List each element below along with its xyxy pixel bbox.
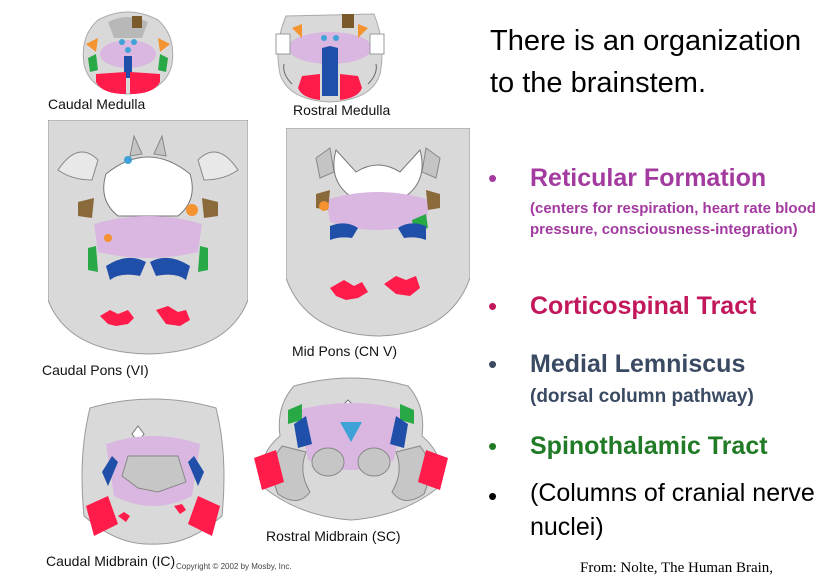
- rostral-midbrain-lemniscus-right: [390, 416, 408, 448]
- bullet-reticular-formation: • Reticular Formation (centers for respi…: [488, 158, 828, 286]
- mid-pons-cortico-left: [330, 280, 368, 300]
- caudal-medulla-orange-left: [86, 38, 98, 52]
- source-citation: From: Nolte, The Human Brain,: [580, 560, 774, 576]
- caudal-medulla-reticular: [100, 40, 156, 68]
- caudal-midbrain-cortico-right: [188, 496, 220, 536]
- slice-caudal-pons: [48, 120, 248, 356]
- caudal-medulla-orange-right: [158, 38, 170, 52]
- slice-rostral-medulla: [272, 4, 388, 104]
- caudal-medulla-spinothal-right: [158, 54, 168, 72]
- bullet-title: Medial Lemniscus: [530, 350, 746, 378]
- heading: There is an organization to the brainste…: [490, 25, 802, 99]
- slice-label: Rostral Medulla: [293, 102, 391, 118]
- caudal-pons-lemniscus-left: [106, 257, 146, 280]
- slice-label: Mid Pons (CN V): [292, 343, 398, 359]
- caudal-pons-spinothal-right: [198, 246, 208, 272]
- mid-pons-lemniscus-right: [398, 223, 426, 240]
- rostral-medulla-lemniscus: [322, 46, 330, 96]
- caudal-medulla-cortico-right: [130, 72, 160, 94]
- bullet-list: • Reticular Formation (centers for respi…: [488, 158, 828, 546]
- slice-label: Caudal Midbrain (IC): [46, 553, 176, 569]
- mid-pons-fourth-ventricle: [333, 148, 423, 197]
- bullet-title: Reticular Formation: [530, 164, 767, 192]
- mid-pons-lemniscus-left: [330, 223, 358, 240]
- caudal-pons-cortico-right: [156, 306, 190, 326]
- caudal-midbrain-central: [121, 455, 187, 493]
- bullet-dot: •: [488, 163, 498, 193]
- rostral-midbrain-lemniscus-left: [294, 416, 312, 448]
- caudal-midbrain-cortico-left: [86, 496, 118, 536]
- mid-pons-tissue: [286, 128, 470, 337]
- rostral-medulla-cortico-left: [298, 74, 320, 100]
- rostral-midbrain-aqueduct-nuclei: [340, 422, 362, 442]
- bullet-title: Spinothalamic Tract: [530, 432, 768, 460]
- rostral-midbrain-spinothal-left: [288, 404, 302, 424]
- copyright-notice: Copyright © 2002 by Mosby, Inc.: [176, 562, 292, 571]
- slice-label: Caudal Pons (VI): [42, 362, 149, 378]
- bullet-spinothalamic-tract: • Spinothalamic Tract: [488, 426, 828, 476]
- slice-caudal-midbrain: [78, 396, 228, 548]
- bullet-title: Corticospinal Tract: [530, 292, 757, 320]
- bullet-corticospinal-tract: • Corticospinal Tract: [488, 286, 828, 344]
- rostral-medulla-cortico-right: [340, 74, 362, 100]
- bullet-dot: •: [488, 291, 498, 321]
- caudal-pons-fourth-ventricle: [103, 156, 193, 217]
- caudal-medulla-spinothal-left: [88, 54, 98, 72]
- rostral-midbrain-spinothal-right: [400, 404, 414, 424]
- bullet-subtitle: (dorsal column pathway): [530, 386, 754, 407]
- mid-pons-reticular: [326, 192, 430, 230]
- bullet-dot: •: [488, 481, 498, 511]
- bullet-dot: •: [488, 431, 498, 461]
- slice-mid-pons: [286, 128, 470, 338]
- caudal-pons-spinothal-left: [88, 246, 98, 272]
- rostral-midbrain-cortico-left: [254, 450, 284, 490]
- caudal-pons-reticular: [94, 216, 202, 258]
- bullet-cranial-nerve-nuclei: • (Columns of cranial nerve nuclei): [488, 476, 828, 546]
- caudal-medulla-lemniscus: [124, 56, 132, 78]
- caudal-midbrain-lemniscus-right: [188, 456, 204, 486]
- caudal-medulla-cortico-left: [96, 72, 126, 94]
- slice-rostral-midbrain: [254, 376, 448, 524]
- slice-label: Caudal Medulla: [48, 96, 146, 112]
- caudal-pons-lemniscus-right: [150, 257, 190, 280]
- rostral-midbrain-cortico-right: [418, 450, 448, 490]
- bullet-title: (Columns of cranial nerve nuclei): [530, 479, 815, 541]
- slice-label: Rostral Midbrain (SC): [266, 528, 401, 544]
- bullet-subtitle: (centers for respiration, heart rate blo…: [530, 200, 816, 238]
- caudal-midbrain-lemniscus-left: [102, 456, 118, 486]
- bullet-medial-lemniscus: • Medial Lemniscus (dorsal column pathwa…: [488, 344, 828, 426]
- bullet-dot: •: [488, 349, 498, 379]
- slice-caudal-medulla: [78, 8, 178, 96]
- caudal-pons-cortico-left: [100, 310, 134, 326]
- mid-pons-cortico-right: [384, 276, 420, 296]
